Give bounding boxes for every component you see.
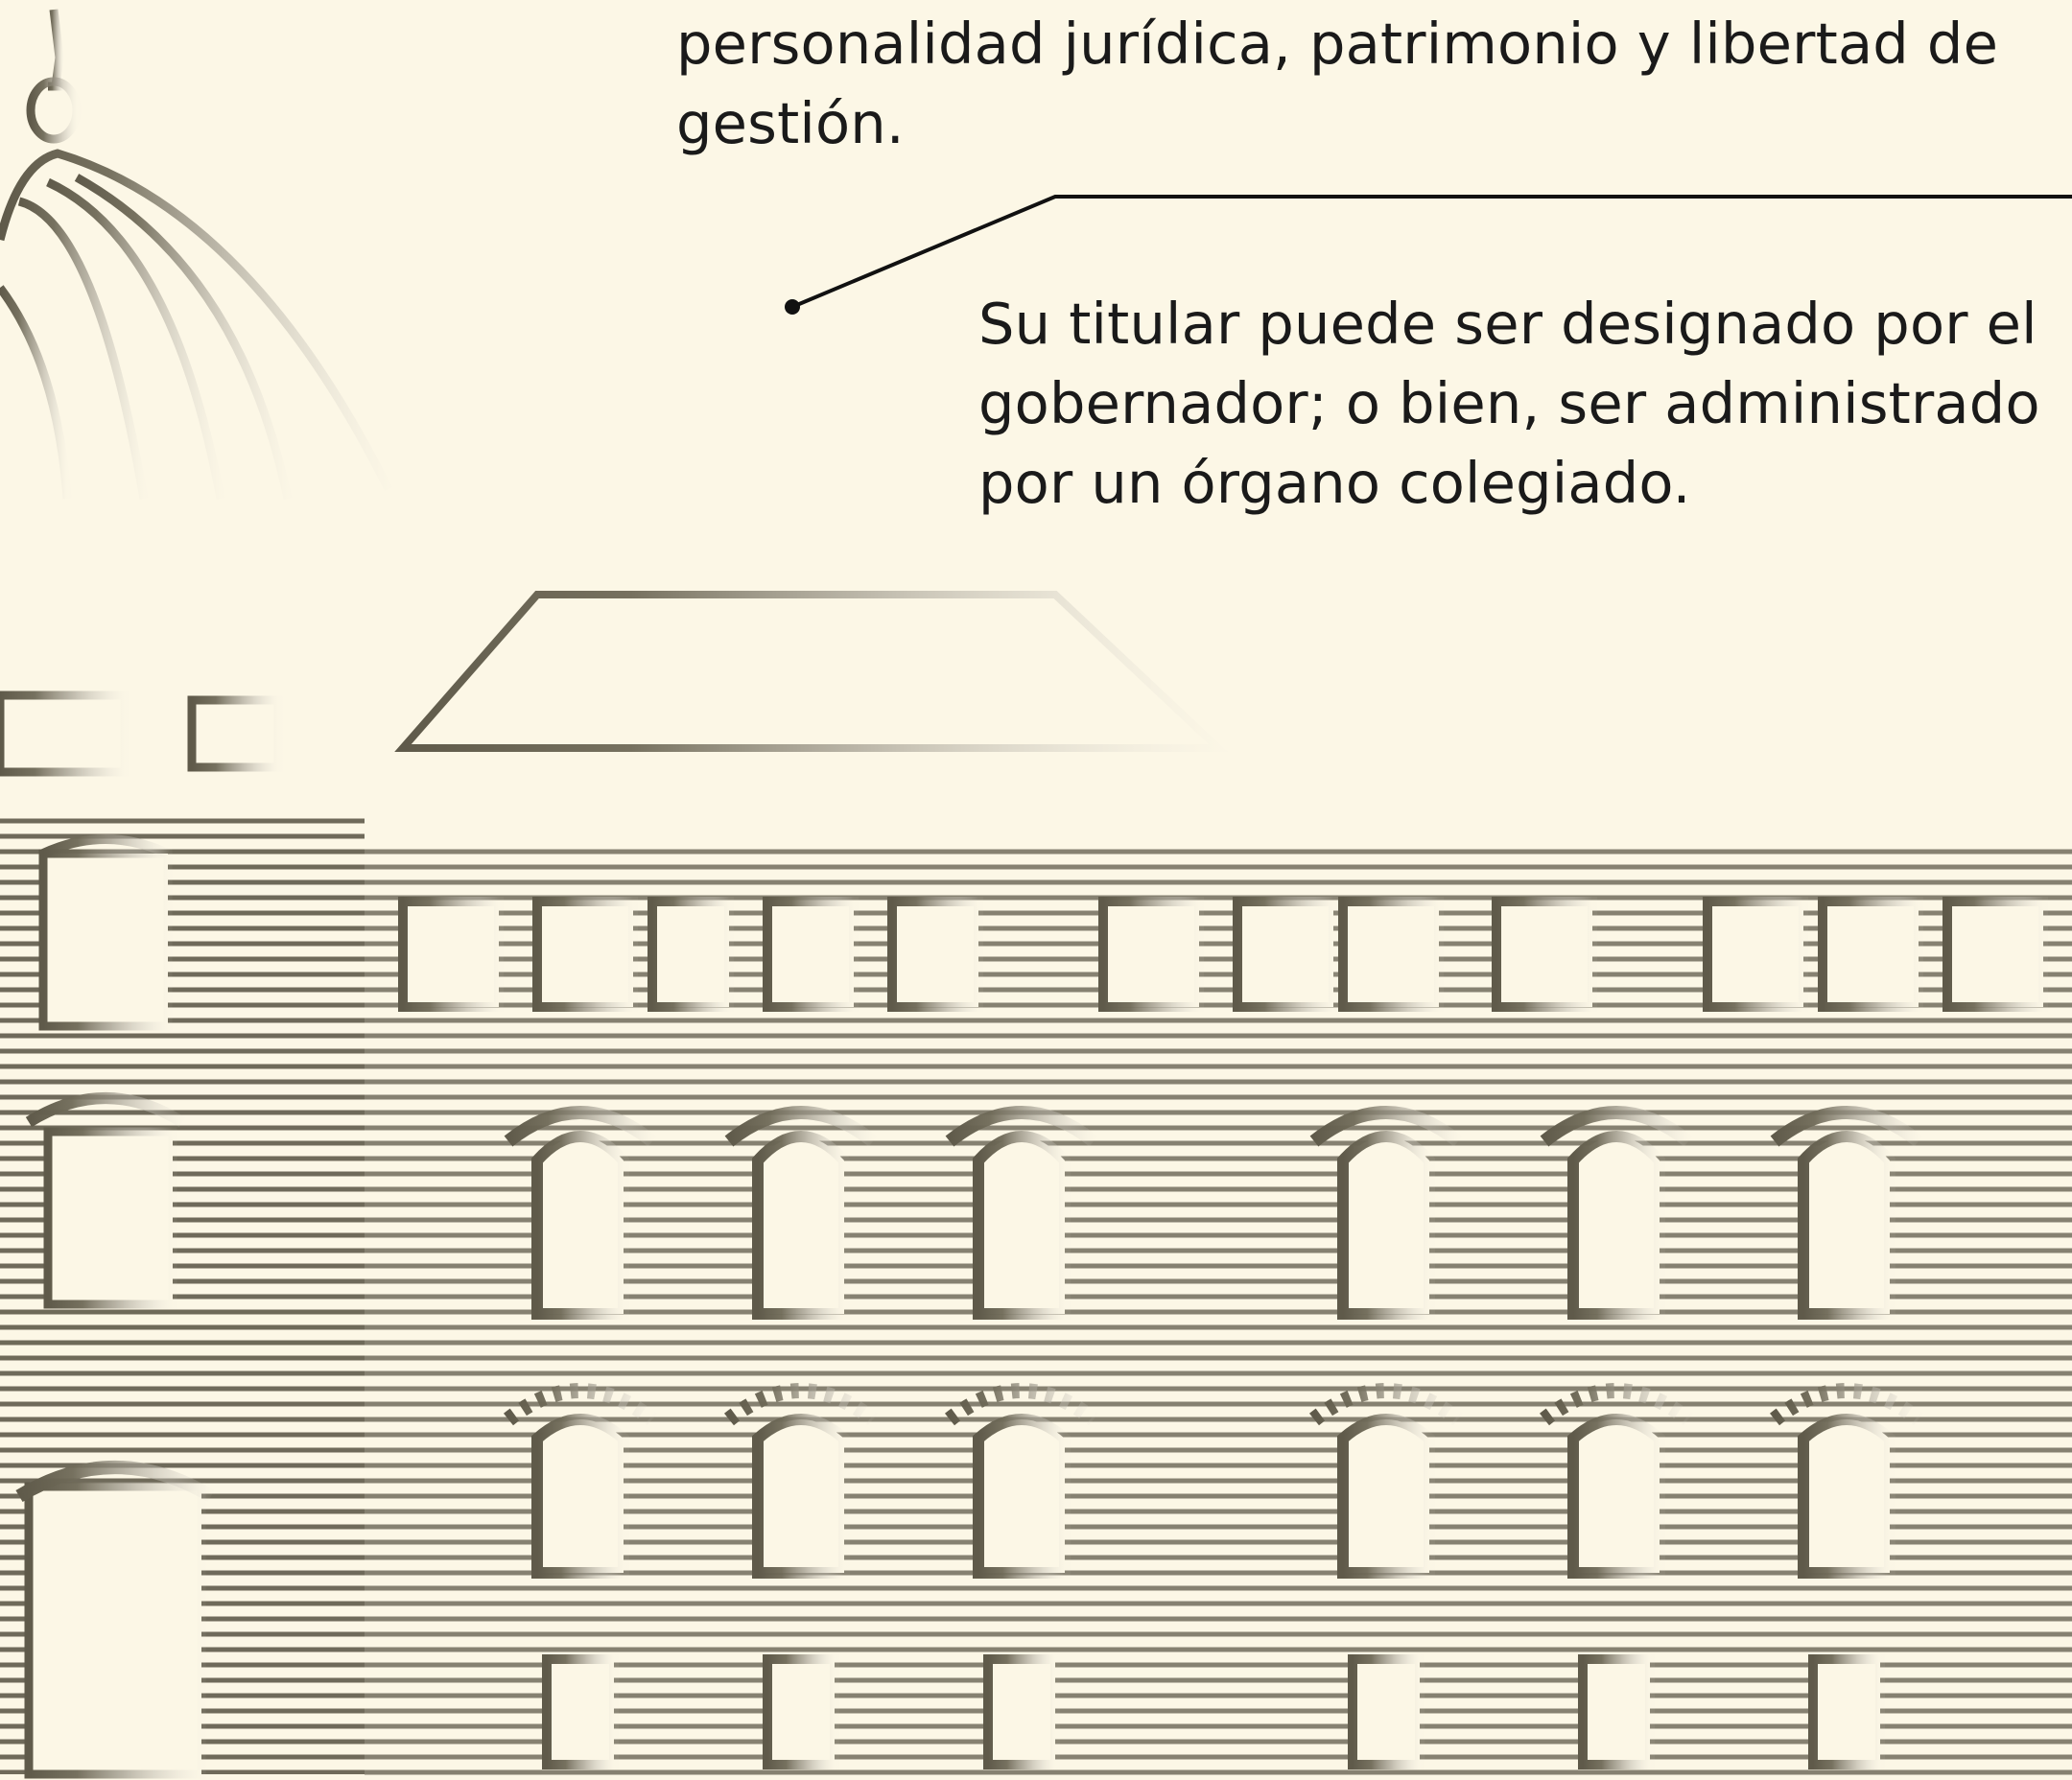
- description-line-2: gestión.: [676, 90, 905, 156]
- callout-line-2: gobernador; o bien, ser administrado: [978, 370, 2040, 436]
- description-text: personalidad jurídica, patrimonio y libe…: [676, 4, 2038, 163]
- callout-text: Su titular puede ser designado por el go…: [978, 284, 2053, 523]
- callout-line-1: Su titular puede ser designado por el: [978, 291, 2037, 357]
- callout-line-3: por un órgano colegiado.: [978, 450, 1691, 516]
- callout-connector: [785, 195, 2072, 315]
- building: [0, 9, 2072, 1780]
- description-line-1: personalidad jurídica, patrimonio y libe…: [676, 11, 1999, 77]
